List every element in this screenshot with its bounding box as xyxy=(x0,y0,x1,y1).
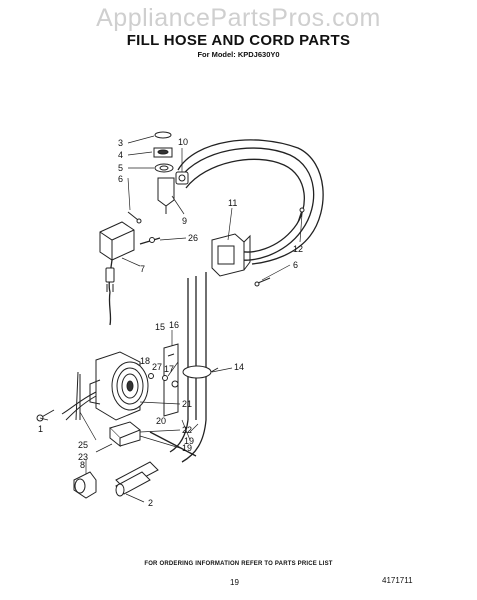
callout-18: 18 xyxy=(140,356,150,366)
callout-labels: 3 4 5 6 10 9 11 26 7 12 6 14 15 16 18 27… xyxy=(38,137,303,508)
elbow-fitting xyxy=(157,171,189,214)
fill-hose xyxy=(177,139,324,265)
power-cord-bracket xyxy=(99,221,135,261)
callout-26: 26 xyxy=(188,233,198,243)
callout-5: 5 xyxy=(118,163,123,173)
wire-harness xyxy=(61,371,97,421)
screw-6-left xyxy=(127,211,142,224)
hose-bracket xyxy=(211,233,251,277)
rod-20 xyxy=(149,431,197,457)
callout-7: 7 xyxy=(140,264,145,274)
model-label: For Model: KPDJ630Y0 xyxy=(197,50,280,59)
callout-2: 2 xyxy=(148,498,153,508)
callout-20: 20 xyxy=(156,416,166,426)
page-number: 19 xyxy=(230,578,239,587)
callout-6-right: 6 xyxy=(293,260,298,270)
callout-25: 25 xyxy=(78,440,88,450)
callout-15: 15 xyxy=(155,322,165,332)
document-number: 4171711 xyxy=(382,576,413,585)
callout-19-left: 19 xyxy=(182,443,192,453)
clip-26 xyxy=(139,237,161,245)
callout-10: 10 xyxy=(178,137,188,147)
small-hardware xyxy=(148,373,179,388)
lower-hose xyxy=(169,419,207,463)
hose-clamp xyxy=(182,365,219,379)
callout-19-right: 19 xyxy=(184,436,194,446)
elbow-8 xyxy=(73,471,97,499)
pump-assembly xyxy=(89,351,149,421)
leader-lines xyxy=(39,135,303,503)
callout-17: 17 xyxy=(164,364,174,374)
callout-21: 21 xyxy=(182,399,192,409)
power-cord xyxy=(105,259,115,326)
callout-8: 8 xyxy=(80,460,85,470)
watermark: AppliancePartsPros.com xyxy=(96,4,381,32)
callout-11: 11 xyxy=(228,198,237,208)
mounting-plate xyxy=(163,343,179,417)
drain-tube xyxy=(115,461,159,497)
screw-6-right xyxy=(254,277,271,287)
callout-4: 4 xyxy=(118,150,123,160)
callout-23: 23 xyxy=(78,452,88,462)
bottom-bracket xyxy=(109,421,141,448)
callout-27: 27 xyxy=(152,362,162,372)
screw-12 xyxy=(297,207,305,223)
vertical-tube xyxy=(187,272,207,420)
ordering-footer: FOR ORDERING INFORMATION REFER TO PARTS … xyxy=(144,561,333,567)
callout-1: 1 xyxy=(38,424,43,434)
callout-3: 3 xyxy=(118,138,123,148)
callout-16: 16 xyxy=(169,320,179,330)
callout-9: 9 xyxy=(182,216,187,226)
callout-22: 22 xyxy=(182,425,192,435)
callout-14: 14 xyxy=(234,362,244,372)
callout-12: 12 xyxy=(293,244,303,254)
diagram-title: FILL HOSE AND CORD PARTS xyxy=(126,32,351,49)
inlet-cap-stack xyxy=(153,131,174,173)
callout-6-left: 6 xyxy=(118,174,123,184)
